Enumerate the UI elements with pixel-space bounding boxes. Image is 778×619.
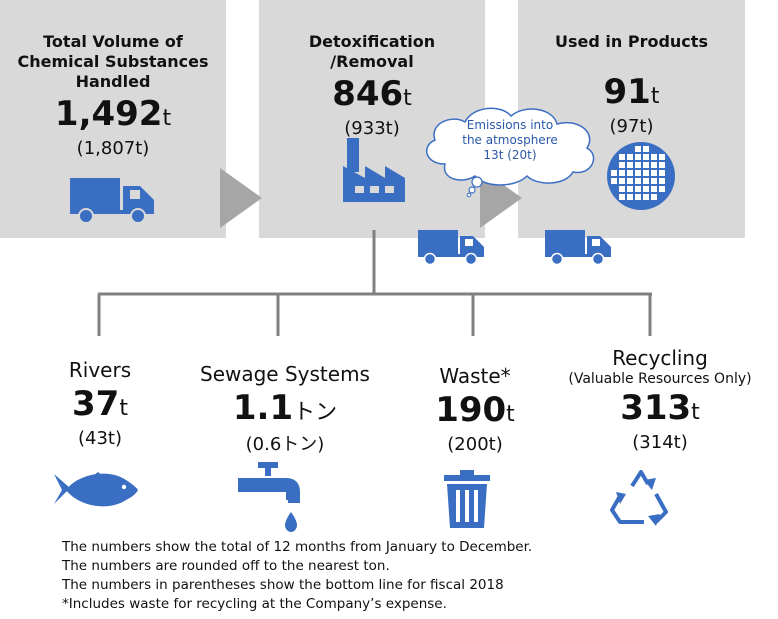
sewage-value-unit: トン [293, 400, 338, 425]
products-value-unit: t [650, 84, 660, 109]
waste-value: 190t [400, 390, 550, 430]
recycling-title: Recycling [612, 346, 708, 370]
total-title-line1: Total Volume of [43, 32, 183, 51]
sewage-title: Sewage Systems [200, 362, 370, 386]
total-value-number: 1,492 [54, 94, 163, 134]
note-1: The numbers show the total of 12 months … [62, 539, 533, 555]
detox-value-unit: t [403, 86, 412, 111]
faucet-icon [238, 462, 300, 532]
waste-value-number: 190 [435, 390, 507, 430]
emissions-line1: Emissions into [466, 118, 554, 132]
emissions-line3: 13t (20t) [483, 148, 537, 162]
products-previous: (97t) [609, 116, 654, 137]
fish-icon [54, 472, 138, 507]
rivers-value-number: 37 [72, 384, 120, 424]
recycling-value-number: 313 [620, 388, 692, 428]
recycling-value: 313t [560, 388, 760, 428]
cloud-icon [425, 107, 595, 198]
waste-value-unit: t [506, 402, 515, 427]
recycle-icon [610, 470, 668, 526]
rivers-previous: (43t) [77, 428, 122, 449]
recycling-value-unit: t [691, 400, 700, 425]
note-2: The numbers are rounded off to the neare… [62, 558, 390, 574]
total-title-line3: Handled [75, 72, 151, 91]
rivers-value: 37t [30, 384, 170, 424]
detox-value: 846t [259, 74, 485, 114]
products-box: Used in Products 91t (97t) [518, 0, 745, 238]
total-previous: (1,807t) [76, 138, 150, 159]
truck-icon [545, 230, 611, 266]
total-value-unit: t [162, 106, 172, 131]
sewage-value: 1.1トン [180, 388, 390, 428]
truck-icon [70, 178, 154, 224]
branch-lines [97, 230, 652, 336]
trash-icon [444, 470, 490, 528]
detox-value-number: 846 [332, 74, 404, 114]
rivers-value-unit: t [119, 396, 128, 421]
note-3: The numbers in parentheses show the bott… [62, 577, 504, 593]
truck-icon [418, 230, 484, 266]
recycling-previous: (314t) [632, 432, 688, 453]
total-title-line2: Chemical Substances [17, 52, 209, 71]
waste-title: Waste* [439, 364, 511, 388]
products-title: Used in Products [555, 32, 708, 51]
detox-title-line2: /Removal [330, 52, 414, 71]
emissions-text: Emissions into the atmosphere 13t (20t) [440, 118, 580, 163]
arrow-right-icon [220, 168, 262, 228]
emissions-line2: the atmosphere [462, 133, 558, 147]
factory-icon [343, 138, 405, 202]
footnotes: The numbers show the total of 12 months … [62, 538, 532, 614]
recycling-subtitle: (Valuable Resources Only) [568, 371, 752, 387]
detox-box: Detoxification /Removal 846t (933t) [259, 0, 485, 238]
products-value: 91t [518, 72, 745, 112]
detox-title-line1: Detoxification [308, 32, 436, 51]
sewage-previous: (0.6トン) [245, 434, 325, 455]
waste-previous: (200t) [447, 434, 503, 455]
rivers-title: Rivers [68, 358, 132, 382]
total-value: 1,492t [0, 94, 226, 134]
total-volume-box: Total Volume of Chemical Substances Hand… [0, 0, 226, 238]
wafer-icon [607, 142, 675, 210]
detox-previous: (933t) [344, 118, 400, 139]
products-value-number: 91 [603, 72, 651, 112]
sewage-value-number: 1.1 [232, 388, 294, 428]
note-4: *Includes waste for recycling at the Com… [62, 596, 447, 612]
